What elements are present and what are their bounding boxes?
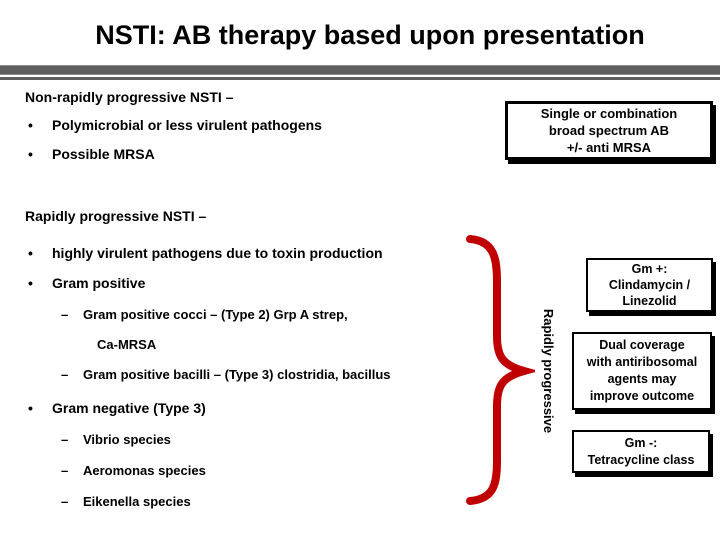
- list-item-continuation: Ca-MRSA: [97, 337, 157, 352]
- bullet-marker: •: [28, 245, 33, 261]
- list-item: –Aeromonas species: [57, 461, 206, 481]
- list-item: • Gram positive: [25, 273, 145, 293]
- bullet-marker: •: [28, 400, 33, 416]
- list-item: • highly virulent pathogens due to toxin …: [25, 243, 383, 263]
- list-item-text: Vibrio species: [83, 432, 171, 447]
- list-item: • Possible MRSA: [25, 144, 155, 164]
- slide-title: NSTI: AB therapy based upon presentation: [95, 20, 645, 50]
- list-item-text: Gram positive cocci – (Type 2) Grp A str…: [83, 307, 348, 322]
- list-item: • Gram negative (Type 3): [25, 398, 206, 418]
- callout-line: Single or combination: [540, 106, 678, 121]
- callout-line: Linezolid: [622, 294, 677, 308]
- callout-line: agents may: [607, 372, 677, 386]
- list-item: –Gram positive cocci – (Type 2) Grp A st…: [57, 305, 348, 325]
- section-heading-non-rapid: Non-rapidly progressive NSTI –: [25, 89, 234, 105]
- brace-label-rapidly-progressive: Rapidly progressive: [541, 308, 556, 434]
- curly-brace-path: [466, 235, 535, 505]
- dash-marker: –: [61, 494, 69, 509]
- callout-line: with antiribosomal: [586, 355, 698, 369]
- list-item-text: Gram negative (Type 3): [52, 400, 206, 416]
- title-divider-thin: [0, 77, 720, 80]
- dash-marker: –: [61, 307, 69, 322]
- callout-gm-negative: Gm -: Tetracycline class: [572, 430, 710, 473]
- list-item: –Gram positive bacilli – (Type 3) clostr…: [57, 365, 391, 385]
- callout-dual-coverage: Dual coverage with antiribosomal agents …: [572, 332, 712, 410]
- callout-line: Gm +:: [631, 262, 668, 276]
- list-item-text: highly virulent pathogens due to toxin p…: [52, 245, 383, 261]
- callout-line: broad spectrum AB: [548, 123, 670, 138]
- callout-line: +/- anti MRSA: [566, 140, 652, 155]
- bullet-marker: •: [28, 146, 33, 162]
- list-item: • Polymicrobial or less virulent pathogen…: [25, 115, 322, 135]
- list-item-text: Eikenella species: [83, 494, 191, 509]
- list-item: –Vibrio species: [57, 430, 171, 450]
- bullet-marker: •: [28, 117, 33, 133]
- list-item-text: Gram positive: [52, 275, 146, 291]
- list-item-text: Possible MRSA: [52, 146, 155, 162]
- dash-marker: –: [61, 432, 69, 447]
- callout-line: Clindamycin /: [608, 278, 691, 292]
- list-item-text: Polymicrobial or less virulent pathogens: [52, 117, 322, 133]
- curly-brace: [466, 235, 535, 505]
- callout-line: improve outcome: [589, 389, 695, 403]
- callout-line: Dual coverage: [599, 338, 685, 352]
- callout-line: Tetracycline class: [587, 452, 695, 467]
- list-item-text: Aeromonas species: [83, 463, 206, 478]
- title-divider-thick: [0, 65, 720, 75]
- bullet-marker: •: [28, 275, 33, 291]
- dash-marker: –: [61, 463, 69, 478]
- list-item-text: Gram positive bacilli – (Type 3) clostri…: [83, 367, 391, 382]
- callout-broad-spectrum: Single or combination broad spectrum AB …: [505, 101, 713, 160]
- section-heading-rapid: Rapidly progressive NSTI –: [25, 208, 207, 224]
- callout-line: Gm -:: [624, 435, 658, 450]
- dash-marker: –: [61, 367, 69, 382]
- list-item: –Eikenella species: [57, 492, 191, 512]
- callout-gm-positive: Gm +: Clindamycin / Linezolid: [586, 258, 713, 312]
